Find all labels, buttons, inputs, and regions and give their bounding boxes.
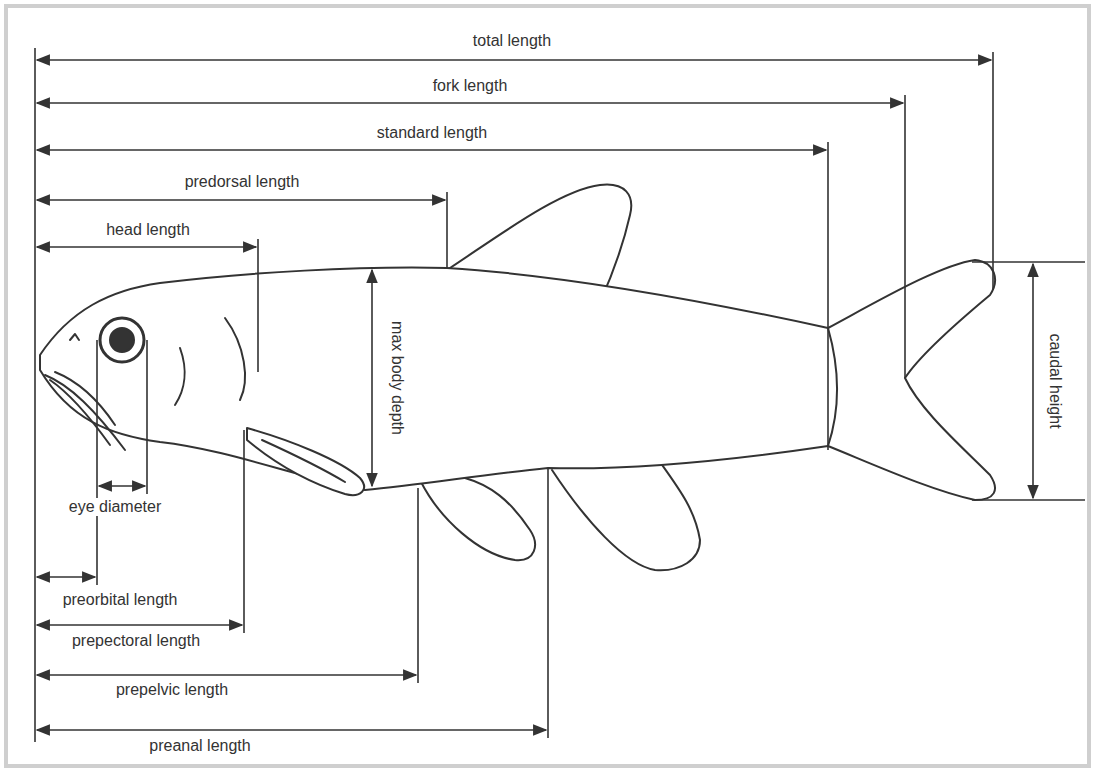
- measurement-label: preanal length: [147, 737, 252, 755]
- measurement-label: caudal height: [1046, 331, 1064, 430]
- measurement-label: preorbital length: [61, 591, 180, 609]
- measurement-label: max body depth: [388, 319, 406, 437]
- measurement-label: prepectoral length: [70, 632, 202, 650]
- measurement-label: fork length: [431, 77, 510, 95]
- measurement-label: predorsal length: [183, 173, 302, 191]
- measurement-label: standard length: [375, 124, 489, 142]
- measurement-label: total length: [471, 32, 553, 50]
- measurement-label: prepelvic length: [114, 681, 230, 699]
- measurement-label: head length: [104, 221, 192, 239]
- measurement-label: eye diameter: [67, 498, 164, 516]
